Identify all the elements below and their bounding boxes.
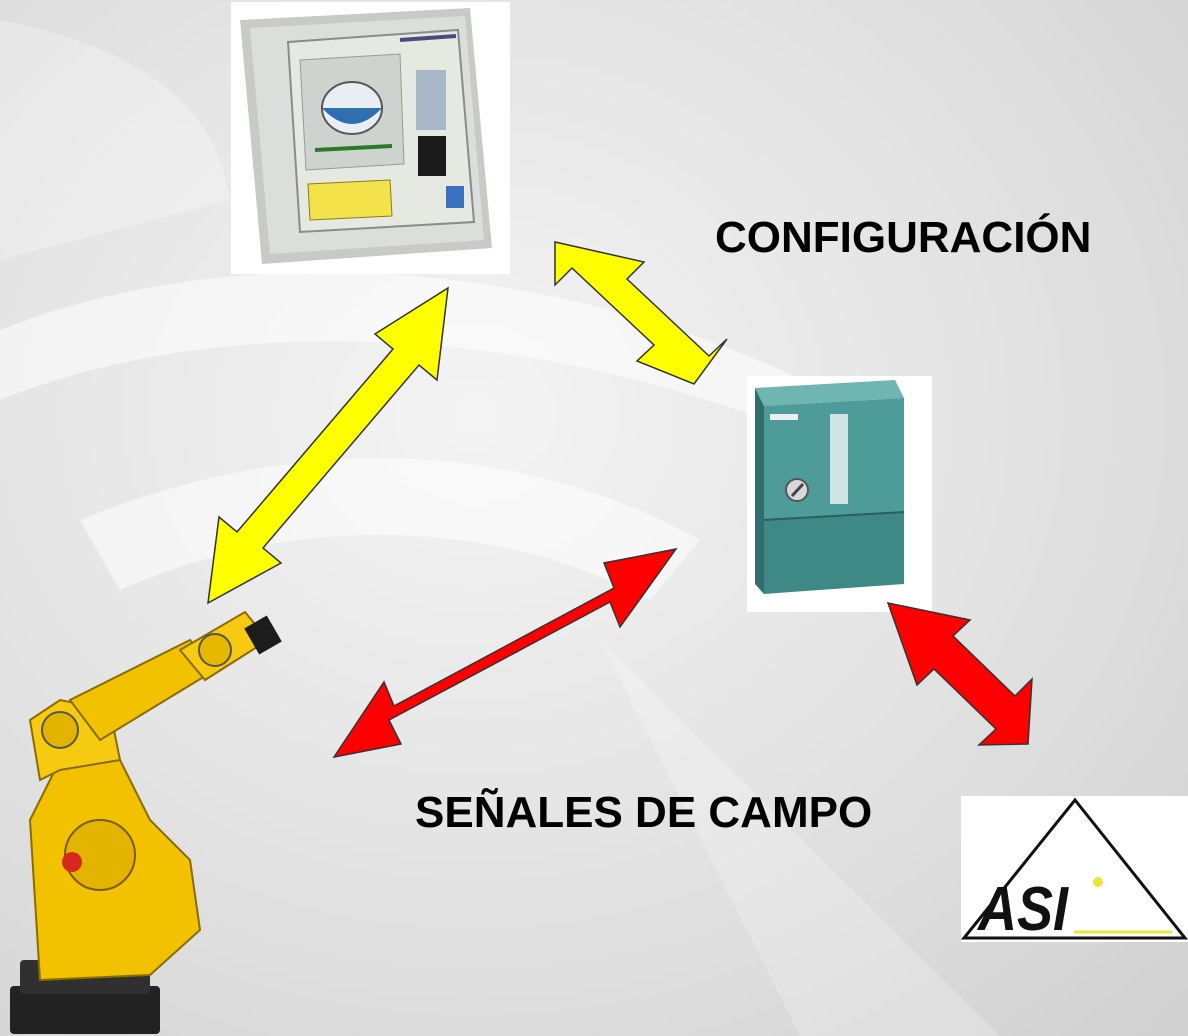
arrow-hmi-robot — [207, 286, 449, 605]
hmi-touch-panel-icon — [231, 2, 510, 274]
field-signals-label: SEÑALES DE CAMPO — [415, 788, 873, 837]
asi-logo-icon: ASI — [960, 796, 1188, 944]
arrow-plc-asi — [886, 601, 1033, 746]
industrial-robot-icon — [10, 610, 282, 1034]
plc-cpu-module-icon — [747, 376, 932, 612]
arrow-plc-robot — [332, 547, 678, 759]
background-swoosh — [0, 20, 1000, 1036]
asi-logo-text: ASI — [976, 875, 1069, 944]
configuration-label: CONFIGURACIÓN — [715, 213, 1092, 262]
arrow-hmi-plc — [554, 241, 728, 385]
